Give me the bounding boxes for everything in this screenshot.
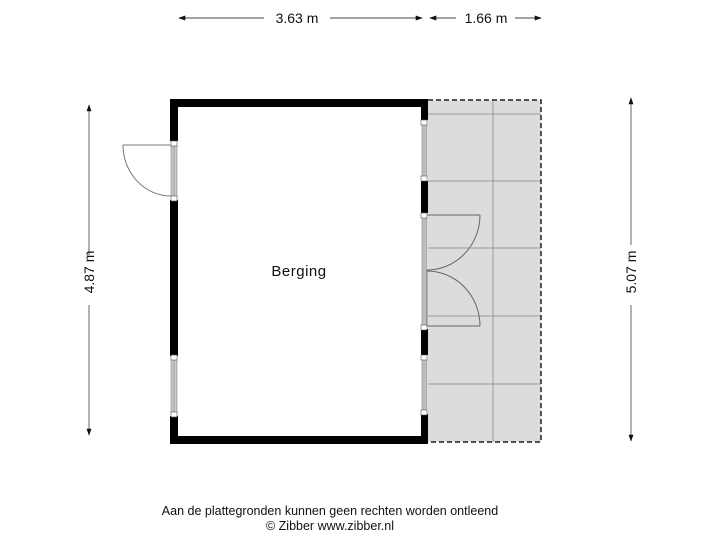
terrace-area: [428, 99, 542, 443]
footer-copyright: © Zibber www.zibber.nl: [265, 519, 394, 533]
left-window-lower: [170, 354, 178, 418]
dimension-top-left: 3.63 m: [178, 10, 423, 26]
footer-disclaimer: Aan de plattegronden kunnen geen rechten…: [161, 504, 499, 518]
dimension-label-width-main: 3.63 m: [276, 10, 319, 26]
left-door-frame: [170, 140, 178, 202]
right-window-upper: [420, 119, 428, 182]
right-double-door-frame: [420, 212, 428, 331]
left-door-swing: [122, 144, 172, 197]
dimension-left: 4.87 m: [81, 104, 97, 436]
dimension-top-right: 1.66 m: [429, 10, 542, 26]
room-label: Berging: [271, 263, 326, 280]
dimension-label-width-terrace: 1.66 m: [465, 10, 508, 26]
right-window-lower: [420, 354, 428, 416]
dimension-label-height-total: 5.07 m: [623, 251, 639, 294]
dimension-label-height-main: 4.87 m: [81, 251, 97, 294]
walls: [170, 99, 428, 444]
dimension-right: 5.07 m: [623, 97, 639, 442]
room-berging: [178, 107, 421, 436]
right-double-door-swing: [426, 214, 481, 327]
